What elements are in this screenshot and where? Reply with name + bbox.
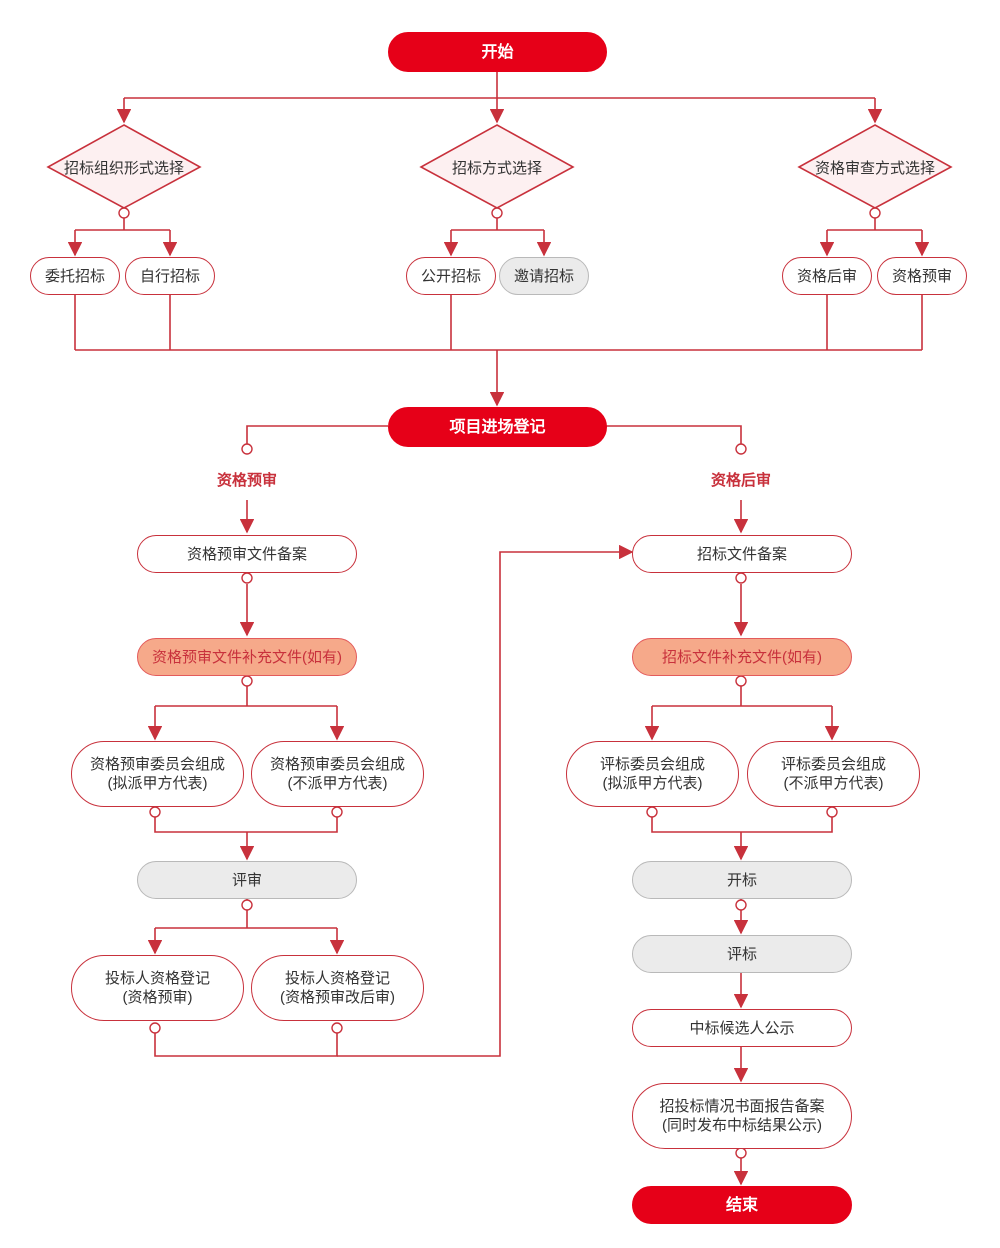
left-committee-a-label: 资格预审委员会组成 (拟派甲方代表): [89, 756, 225, 792]
left-registration-b: 投标人资格登记 (资格预审改后审): [251, 955, 424, 1021]
left-supplement-label: 资格预审文件补充文件(如有): [152, 648, 342, 666]
left-registration-b-label: 投标人资格登记 (资格预审改后审): [280, 970, 395, 1006]
decision-qualification-label: 资格审查方式选择: [814, 159, 935, 177]
left-review-label: 评审: [231, 871, 262, 889]
left-filing: 资格预审文件备案: [137, 535, 357, 573]
option-open: 公开招标: [406, 257, 496, 295]
left-registration-a-label: 投标人资格登记 (资格预审): [104, 970, 210, 1006]
option-self-label: 自行招标: [139, 267, 200, 285]
branch-label-pre: 资格预审: [216, 472, 277, 489]
decision-method-label: 招标方式选择: [451, 159, 542, 177]
decision-qualification: 资格审查方式选择: [799, 150, 951, 184]
branch-label-post: 资格后审: [710, 472, 771, 489]
register-label: 项目进场登记: [449, 418, 546, 436]
end-node: 结束: [632, 1186, 852, 1224]
right-report: 招投标情况书面报告备案 (同时发布中标结果公示): [632, 1083, 852, 1149]
right-supplement: 招标文件补充文件(如有): [632, 638, 852, 676]
decision-method: 招标方式选择: [421, 150, 573, 184]
option-open-label: 公开招标: [420, 267, 481, 285]
right-publicity-label: 中标候选人公示: [689, 1019, 795, 1037]
left-review: 评审: [137, 861, 357, 899]
decision-org-form-label: 招标组织形式选择: [63, 159, 184, 177]
option-invite-label: 邀请招标: [513, 267, 574, 285]
option-entrusted-label: 委托招标: [44, 267, 105, 285]
right-committee-a-label: 评标委员会组成 (拟派甲方代表): [599, 756, 705, 792]
start-node: 开始: [388, 32, 607, 72]
left-filing-label: 资格预审文件备案: [186, 545, 307, 563]
right-report-label: 招投标情况书面报告备案 (同时发布中标结果公示): [659, 1098, 825, 1134]
right-supplement-label: 招标文件补充文件(如有): [662, 648, 822, 666]
right-committee-b-label: 评标委员会组成 (不派甲方代表): [780, 756, 886, 792]
right-open: 开标: [632, 861, 852, 899]
option-pre-qual-label: 资格预审: [891, 267, 952, 285]
left-supplement: 资格预审文件补充文件(如有): [137, 638, 357, 676]
option-invite: 邀请招标: [499, 257, 589, 295]
start-label: 开始: [481, 43, 514, 61]
option-pre-qual: 资格预审: [877, 257, 967, 295]
left-registration-a: 投标人资格登记 (资格预审): [71, 955, 244, 1021]
option-entrusted: 委托招标: [30, 257, 120, 295]
right-evaluate-label: 评标: [726, 945, 757, 963]
right-filing: 招标文件备案: [632, 535, 852, 573]
option-post-qual: 资格后审: [782, 257, 872, 295]
right-open-label: 开标: [726, 871, 757, 889]
end-label: 结束: [725, 1196, 758, 1214]
decision-org-form: 招标组织形式选择: [48, 150, 200, 184]
right-filing-label: 招标文件备案: [696, 545, 787, 563]
right-evaluate: 评标: [632, 935, 852, 973]
left-committee-b-label: 资格预审委员会组成 (不派甲方代表): [269, 756, 405, 792]
option-post-qual-label: 资格后审: [796, 267, 857, 285]
right-committee-b: 评标委员会组成 (不派甲方代表): [747, 741, 920, 807]
right-publicity: 中标候选人公示: [632, 1009, 852, 1047]
register-node: 项目进场登记: [388, 407, 607, 447]
option-self: 自行招标: [125, 257, 215, 295]
right-committee-a: 评标委员会组成 (拟派甲方代表): [566, 741, 739, 807]
left-committee-a: 资格预审委员会组成 (拟派甲方代表): [71, 741, 244, 807]
left-committee-b: 资格预审委员会组成 (不派甲方代表): [251, 741, 424, 807]
